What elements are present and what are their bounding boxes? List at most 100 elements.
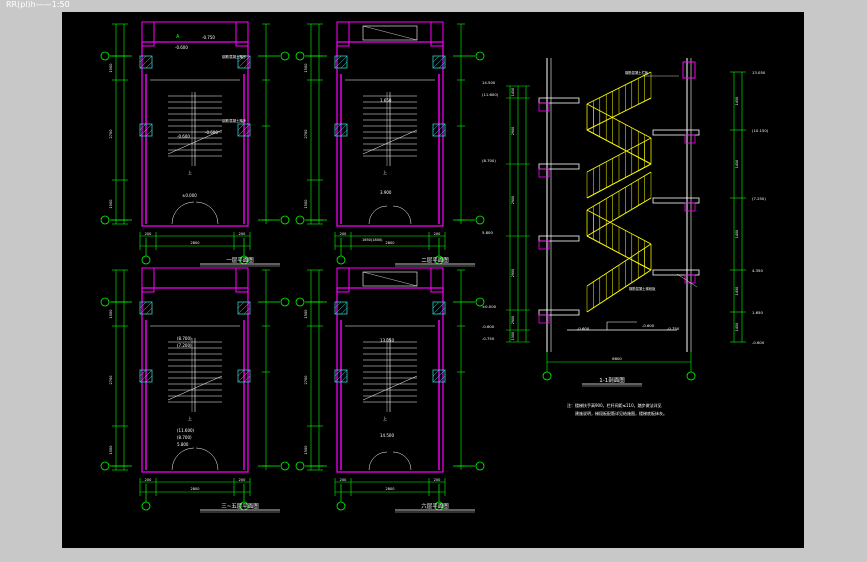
section-dim-text: 1500 [511, 332, 515, 340]
elev-label: 14.500 [380, 433, 394, 438]
hatch-line [237, 369, 251, 383]
dim-text: 1500 [304, 446, 308, 455]
door-swing [392, 205, 412, 225]
elev-label: -0.600 [175, 45, 188, 50]
door-swing [392, 451, 412, 471]
hatch-line [237, 123, 251, 137]
section-dim-text: 2900 [511, 196, 515, 204]
stair-up-label: 上 [188, 169, 192, 175]
axis-bubble [295, 215, 305, 225]
hatch-line [438, 307, 446, 315]
section-tag: A [176, 34, 180, 40]
axis-bubble [100, 297, 110, 307]
hatch-line [145, 375, 153, 383]
door-swing [195, 447, 219, 471]
dim-text: 2700 [109, 130, 113, 139]
section-level-left: 14.500 [482, 80, 496, 85]
hatch-line [438, 375, 446, 383]
door-swing [171, 447, 195, 471]
floor-slab [538, 97, 580, 104]
section-dim-text: 1450 [735, 323, 739, 331]
dim-text: 2800 [386, 487, 395, 491]
floor-beam [538, 240, 550, 250]
section-level-right: (7.250) [752, 196, 766, 201]
hatch-line [438, 129, 446, 137]
stair-up-label: 上 [383, 169, 387, 175]
window-opening [362, 25, 418, 41]
leader-note: 钢筋混凝土踏步 [222, 118, 247, 123]
dim-text: 2800 [191, 487, 200, 491]
hatch-line [237, 301, 251, 315]
elev-label: -0.600 [177, 134, 190, 139]
hatch-line [432, 369, 446, 383]
dim-text: 1500 [304, 200, 308, 209]
door-swing [368, 451, 388, 471]
hatch-line [139, 55, 153, 69]
elev-label: 1.650 [380, 98, 392, 103]
dim-text: 200 [239, 232, 246, 236]
section-dim-text: 1450 [735, 230, 739, 238]
plan-caption: 六层平面图 [421, 502, 449, 510]
plan-caption: 一层平面图 [226, 256, 254, 264]
section-level-right: (10.150) [752, 128, 769, 133]
hatch-line [139, 123, 153, 137]
axis-bubble [542, 371, 552, 381]
floor-beam [538, 314, 550, 324]
dim-text: 200 [340, 478, 347, 482]
landing-beam [684, 134, 696, 144]
hatch-line [432, 301, 446, 315]
section-level-left: 5.800 [482, 230, 493, 235]
break-line [167, 375, 223, 401]
axis-bubble [295, 51, 305, 61]
dim-text: 1500 [109, 200, 113, 209]
hatch-line [340, 129, 348, 137]
dim-text: 200 [145, 232, 152, 236]
hatch-line [432, 123, 440, 131]
hatch-line [334, 55, 342, 63]
hatch-line [334, 369, 348, 383]
section-level-right: 4.350 [752, 268, 763, 273]
axis-bubble [100, 51, 110, 61]
hatch-line [237, 55, 251, 69]
floor-slab [538, 309, 580, 316]
elev-label: (7.200) [177, 343, 192, 348]
elev-label: 5.800 [177, 442, 189, 447]
dim-text: 1650(1800) [362, 238, 383, 242]
cad-viewport[interactable]: 上 1500 2700 1500 200 2800 200 一层平面图 上 1500 2700 150… [62, 12, 804, 548]
hatch-line [139, 301, 153, 315]
hatch-line [243, 307, 251, 315]
hatch-line [145, 307, 153, 315]
hatch-line [334, 123, 348, 137]
plan-wall-stub-left [336, 21, 350, 47]
elev-label: (8.700) [177, 336, 192, 341]
dim-text: 1500 [304, 310, 308, 319]
hatch-line [243, 129, 251, 137]
axis-bubble [475, 51, 485, 61]
plan-wall-stub-right [430, 267, 444, 293]
floor-slab [538, 163, 580, 170]
window-diag [362, 271, 418, 287]
axis-bubble [686, 371, 696, 381]
section-dim-text: 1450 [735, 160, 739, 168]
hatch-line [432, 123, 446, 137]
landing-beam [684, 202, 696, 212]
hatch-line [340, 375, 348, 383]
axis-bubble [336, 501, 346, 511]
hatch-line [139, 301, 147, 309]
hatch-line [139, 369, 147, 377]
axis-bubble [100, 461, 110, 471]
section-level-right: -0.600 [752, 340, 765, 345]
hatch-line [237, 301, 245, 309]
hatch-line [432, 55, 446, 69]
axis-bubble [100, 215, 110, 225]
axis-bubble [295, 461, 305, 471]
hatch-line [438, 61, 446, 69]
floor-beam [538, 102, 550, 112]
plan-caption: 二层平面图 [421, 256, 449, 264]
window-opening [362, 271, 418, 287]
hatch-line [334, 301, 342, 309]
landing-slab [652, 129, 700, 136]
dim-text: 2700 [109, 376, 113, 385]
axis-bubble [280, 215, 290, 225]
hatch-line [243, 61, 251, 69]
